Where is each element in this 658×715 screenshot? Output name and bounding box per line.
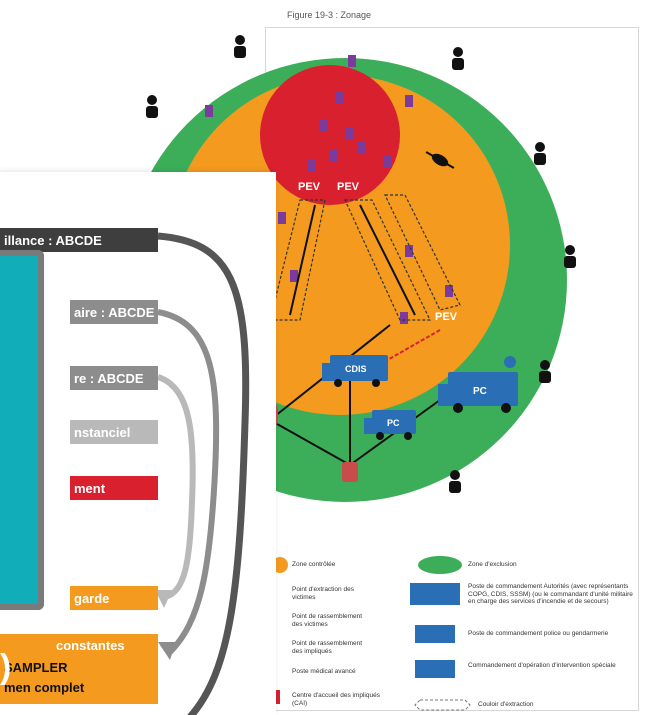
bar-line-constantes: constantes xyxy=(56,638,125,653)
victim-icons xyxy=(205,55,453,324)
bar-circonstanciel: nstanciel xyxy=(70,420,158,444)
legend-point-rassemblement-impliques: Point de rassemblement des impliqués xyxy=(292,640,363,655)
bar-traitement: ment xyxy=(70,476,158,500)
figure-title: Figure 19-3 : Zonage xyxy=(286,10,372,20)
legend-zone-exclusion: Zone d'exclusion xyxy=(468,561,517,568)
pev-label: PEV xyxy=(435,311,458,323)
bar-surveillance: illance : ABCDE xyxy=(0,228,158,252)
legend-symbols xyxy=(272,556,471,711)
bar-line-examen: men complet xyxy=(4,680,85,695)
legend-poste-medical: Poste médical avancé xyxy=(292,668,356,675)
bar-bilan-complet: constantes SAMPLER men complet xyxy=(0,634,158,704)
legend-commandement-intervention: Commandement d'opération d'intervention … xyxy=(468,662,616,669)
extraction-corridors xyxy=(269,194,461,321)
cdis-label: CDIS xyxy=(345,364,367,374)
bar-secondaire: re : ABCDE xyxy=(70,366,158,390)
vehicles: CDIS PC PC xyxy=(322,355,518,440)
pev-label: PEV xyxy=(298,181,321,193)
teal-paren: ) xyxy=(0,648,12,686)
overlay-card: illance : ABCDE aire : ABCDE re : ABCDE … xyxy=(0,172,276,715)
legend-centre-accueil: Centre d'accueil des impliqués (CAI) xyxy=(292,692,380,707)
bar-garde: garde xyxy=(70,586,158,610)
legend-point-rassemblement-victimes: Point de rassemblement des victimes xyxy=(292,613,363,628)
legend-point-extraction: Point d'extraction des victimes xyxy=(292,586,354,601)
danger-zone xyxy=(260,65,400,205)
pev-label: PEV xyxy=(337,181,360,193)
legend-couloir-extraction: Couloir d'extraction xyxy=(478,701,534,708)
legend-zone-controlee: Zone contrôlée xyxy=(292,561,336,568)
bar-primaire: aire : ABCDE xyxy=(70,300,158,324)
person-icons xyxy=(146,35,576,493)
legend-poste-commandement-operationnel: Poste de commandement Autorités (avec re… xyxy=(468,583,633,605)
pc-small-label: PC xyxy=(387,418,400,428)
overlay-arrows xyxy=(155,232,250,715)
teal-panel: ) xyxy=(0,250,44,684)
legend-poste-commandement-police: Poste de commandement police ou gendarme… xyxy=(468,630,609,637)
helicopter-icon xyxy=(425,151,455,169)
pc-large-label: PC xyxy=(473,386,487,397)
bar-line-sampler: SAMPLER xyxy=(4,660,68,675)
pev-markers: PEV PEV PEV xyxy=(298,181,458,323)
